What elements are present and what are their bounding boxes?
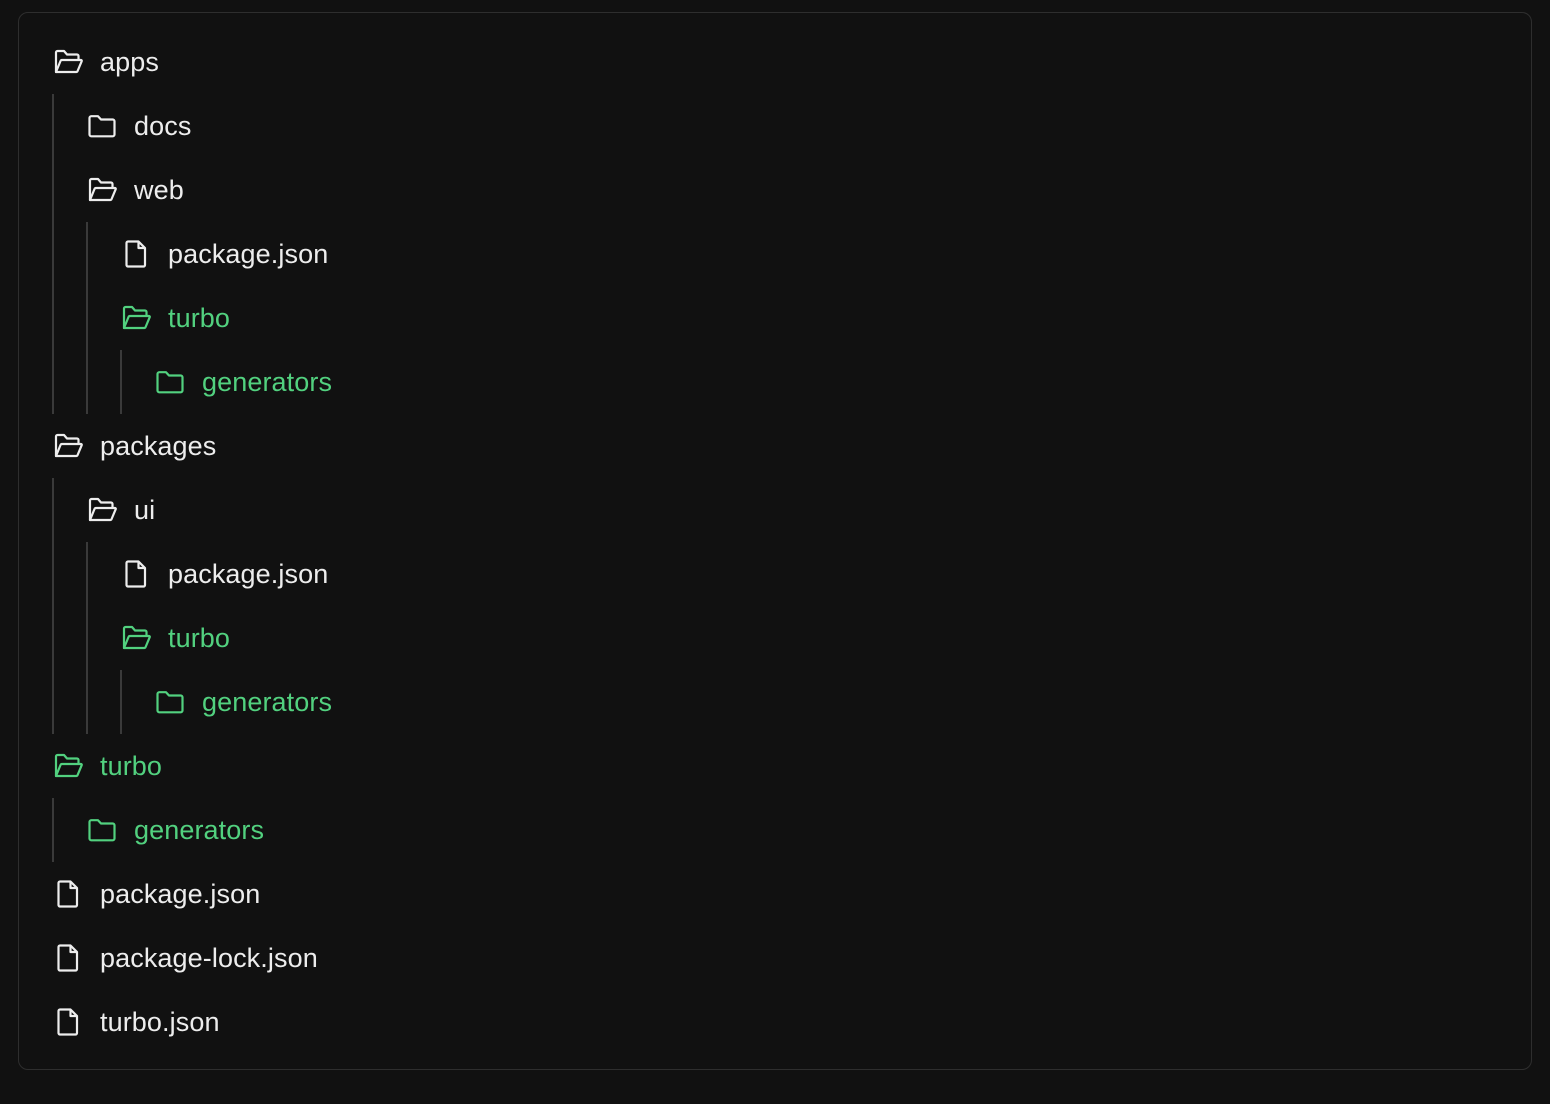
tree-item-label: ui (134, 495, 156, 525)
folder-icon (86, 110, 118, 142)
tree-item-label: generators (202, 687, 333, 717)
tree-item-label: web (134, 175, 184, 205)
tree-guide-web (86, 222, 88, 414)
folder-icon (86, 814, 118, 846)
tree-item-package-lock-json[interactable]: package-lock.json (52, 926, 318, 990)
tree-item-ui-package-json[interactable]: package.json (120, 542, 328, 606)
tree-item-label: packages (100, 431, 217, 461)
tree-item-label: package.json (100, 879, 261, 909)
tree-item-label: package-lock.json (100, 943, 318, 973)
folder-icon (154, 366, 186, 398)
tree-item-label: generators (134, 815, 265, 845)
tree-item-label: turbo (168, 623, 231, 653)
folder-open-icon (52, 750, 84, 782)
tree-item-turbo[interactable]: turbo (52, 734, 162, 798)
tree-guide-turbo (52, 798, 54, 862)
folder-open-icon (86, 174, 118, 206)
tree-item-packages[interactable]: packages (52, 414, 216, 478)
tree-item-turbo-json[interactable]: turbo.json (52, 990, 220, 1054)
tree-guide-web-turbo (120, 350, 122, 414)
file-tree-panel (18, 12, 1532, 1070)
tree-guide-packages (52, 478, 54, 734)
tree-item-package-json[interactable]: package.json (52, 862, 260, 926)
tree-guide-apps (52, 94, 54, 414)
folder-open-icon (52, 430, 84, 462)
folder-open-icon (120, 302, 152, 334)
tree-item-web[interactable]: web (86, 158, 184, 222)
tree-item-ui-turbo-generators[interactable]: generators (154, 670, 332, 734)
tree-item-web-package-json[interactable]: package.json (120, 222, 328, 286)
tree-item-label: turbo.json (100, 1007, 220, 1037)
file-icon (120, 558, 152, 590)
file-icon (120, 238, 152, 270)
tree-item-ui[interactable]: ui (86, 478, 155, 542)
file-icon (52, 942, 84, 974)
tree-item-apps[interactable]: apps (52, 30, 159, 94)
tree-item-docs[interactable]: docs (86, 94, 191, 158)
tree-item-label: docs (134, 111, 192, 141)
folder-open-icon (120, 622, 152, 654)
tree-item-turbo-generators[interactable]: generators (86, 798, 264, 862)
file-icon (52, 878, 84, 910)
tree-item-label: apps (100, 47, 159, 77)
tree-item-label: generators (202, 367, 333, 397)
folder-icon (154, 686, 186, 718)
tree-guide-ui-turbo (120, 670, 122, 734)
tree-item-label: turbo (168, 303, 231, 333)
tree-guide-ui (86, 542, 88, 734)
tree-item-label: turbo (100, 751, 163, 781)
tree-item-label: package.json (168, 239, 329, 269)
tree-item-ui-turbo[interactable]: turbo (120, 606, 230, 670)
tree-item-web-turbo[interactable]: turbo (120, 286, 230, 350)
tree-item-web-turbo-generators[interactable]: generators (154, 350, 332, 414)
folder-open-icon (52, 46, 84, 78)
tree-item-label: package.json (168, 559, 329, 589)
folder-open-icon (86, 494, 118, 526)
file-icon (52, 1006, 84, 1038)
